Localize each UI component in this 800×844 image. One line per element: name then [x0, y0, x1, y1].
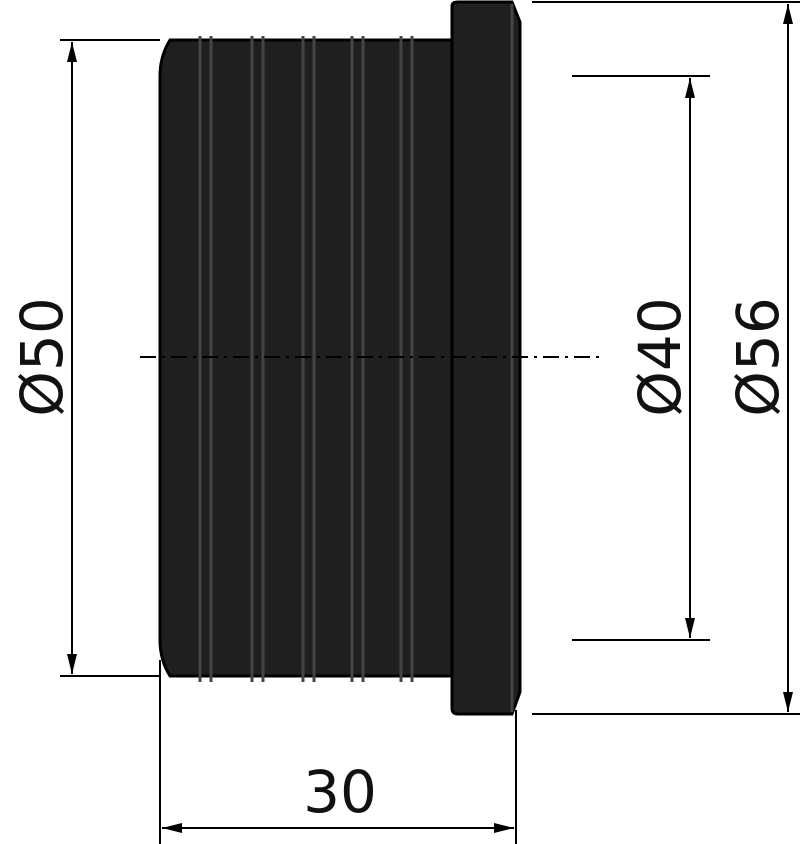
extension-lines — [60, 1, 800, 844]
label-diameter-50: Ø50 — [8, 297, 76, 416]
label-diameter-40: Ø40 — [626, 297, 694, 416]
groove-lines — [198, 4, 514, 712]
label-diameter-56: Ø56 — [724, 297, 792, 416]
label-length-30: 30 — [303, 758, 377, 826]
dimension-lines — [67, 4, 793, 833]
